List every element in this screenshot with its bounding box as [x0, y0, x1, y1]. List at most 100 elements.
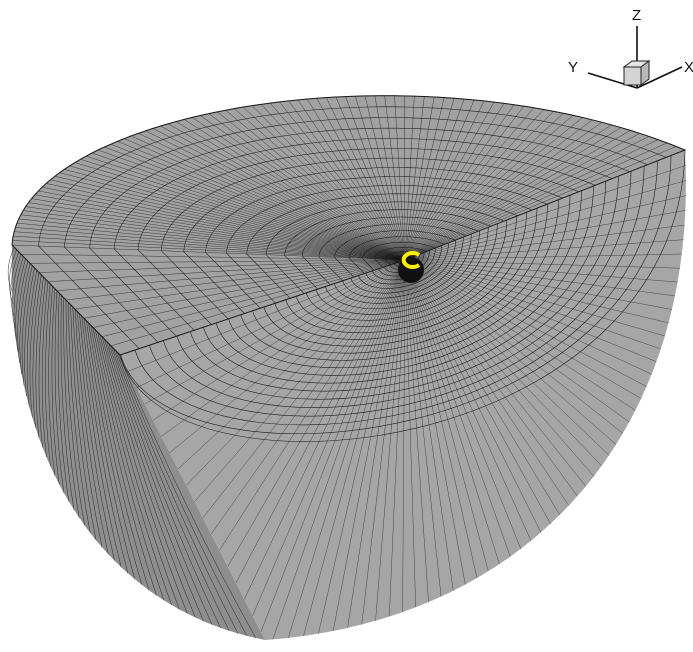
top-radial-line — [404, 122, 603, 261]
side-grid-line — [81, 316, 129, 574]
top-radial-line — [31, 198, 406, 261]
front-radial-line — [404, 259, 442, 597]
side-grid-line — [45, 283, 51, 467]
front-radial-line — [404, 259, 429, 603]
side-grid-line — [35, 277, 44, 438]
top-ring-line — [183, 167, 563, 314]
top-radial-line — [404, 133, 640, 261]
front-radial-line — [404, 259, 680, 269]
top-radial-line — [217, 111, 406, 261]
top-radial-line — [28, 202, 406, 261]
side-grid-line — [108, 343, 221, 628]
top-radial-line — [46, 183, 406, 261]
top-radial-line — [175, 121, 406, 261]
top-radial-line — [69, 165, 406, 261]
top-radial-line — [404, 111, 554, 261]
top-radial-line — [404, 95, 406, 261]
top-ring-line — [318, 223, 467, 281]
top-radial-line — [384, 95, 406, 261]
top-radial-line — [225, 110, 406, 261]
top-radial-line — [404, 119, 593, 261]
front-radial-line — [404, 259, 551, 524]
front-radial-line — [404, 210, 686, 261]
top-radial-line — [404, 106, 525, 261]
front-radial-line — [404, 259, 489, 572]
top-radial-line — [404, 102, 495, 261]
orientation-axes[interactable]: Z Y X — [568, 7, 693, 89]
front-radial-line — [202, 259, 406, 519]
top-radial-line — [183, 119, 406, 261]
front-radial-line — [252, 259, 406, 616]
front-radial-line — [244, 259, 406, 600]
top-radial-line — [110, 259, 406, 346]
top-radial-line — [74, 259, 406, 310]
top-radial-line — [13, 235, 406, 261]
front-radial-line — [161, 259, 406, 437]
top-radial-line — [91, 152, 406, 261]
top-radial-line — [404, 100, 485, 261]
side-grid-line — [26, 270, 37, 407]
front-radial-line — [404, 259, 578, 497]
top-ring-line — [64, 117, 648, 343]
top-radial-line — [234, 108, 406, 261]
side-grid-line — [17, 260, 28, 364]
top-radial-line — [12, 240, 406, 261]
top-radial-line — [65, 259, 406, 301]
front-radial-line — [402, 259, 406, 613]
front-radial-line — [404, 259, 665, 337]
top-radial-line — [404, 103, 505, 261]
side-grid-line — [60, 295, 75, 510]
top-radial-line — [38, 259, 406, 273]
top-radial-line — [145, 130, 406, 261]
front-radial-line — [194, 259, 406, 502]
front-radial-line — [404, 259, 532, 541]
top-radial-line — [307, 98, 406, 261]
top-face-grid — [11, 95, 687, 356]
side-grid-line — [21, 265, 33, 386]
front-face — [120, 150, 686, 640]
front-radial-line — [375, 259, 406, 621]
top-radial-line — [56, 259, 406, 291]
top-radial-line — [101, 259, 406, 337]
top-radial-line — [34, 194, 406, 261]
top-radial-line — [160, 125, 406, 261]
front-radial-line — [404, 259, 652, 375]
side-grid-line — [104, 338, 204, 622]
front-radial-line — [404, 259, 669, 324]
top-radial-line — [138, 133, 406, 261]
top-radial-line — [74, 162, 406, 261]
side-grid-line — [54, 290, 65, 494]
top-radial-line — [404, 115, 574, 261]
top-radial-line — [168, 123, 406, 261]
top-radial-line — [152, 128, 406, 261]
front-radial-line — [347, 259, 406, 628]
front-radial-line — [404, 180, 687, 261]
top-radial-line — [404, 139, 659, 261]
front-radial-line — [219, 259, 406, 551]
top-radial-line — [335, 96, 406, 261]
front-radial-line — [288, 259, 406, 638]
top-radial-line — [14, 231, 406, 261]
front-radial-line — [404, 259, 630, 423]
top-ring-line — [246, 193, 518, 299]
top-radial-line — [404, 146, 677, 261]
side-grid-line — [90, 325, 157, 596]
side-grid-line — [32, 274, 42, 428]
top-radial-line — [404, 136, 649, 261]
top-radial-line — [297, 99, 406, 261]
front-radial-line — [227, 259, 406, 567]
top-radial-line — [404, 98, 465, 261]
top-radial-line — [404, 130, 631, 261]
side-grid-line — [24, 267, 35, 397]
front-radial-line — [260, 259, 406, 632]
side-grid-line — [110, 345, 230, 631]
front-radial-line — [404, 259, 569, 506]
top-radial-line — [394, 95, 406, 261]
top-radial-line — [364, 95, 406, 261]
front-radial-line — [404, 259, 454, 591]
y-axis-label: Y — [568, 59, 578, 76]
front-radial-line — [404, 259, 466, 585]
top-radial-line — [404, 107, 534, 261]
side-grid-line — [99, 334, 188, 614]
